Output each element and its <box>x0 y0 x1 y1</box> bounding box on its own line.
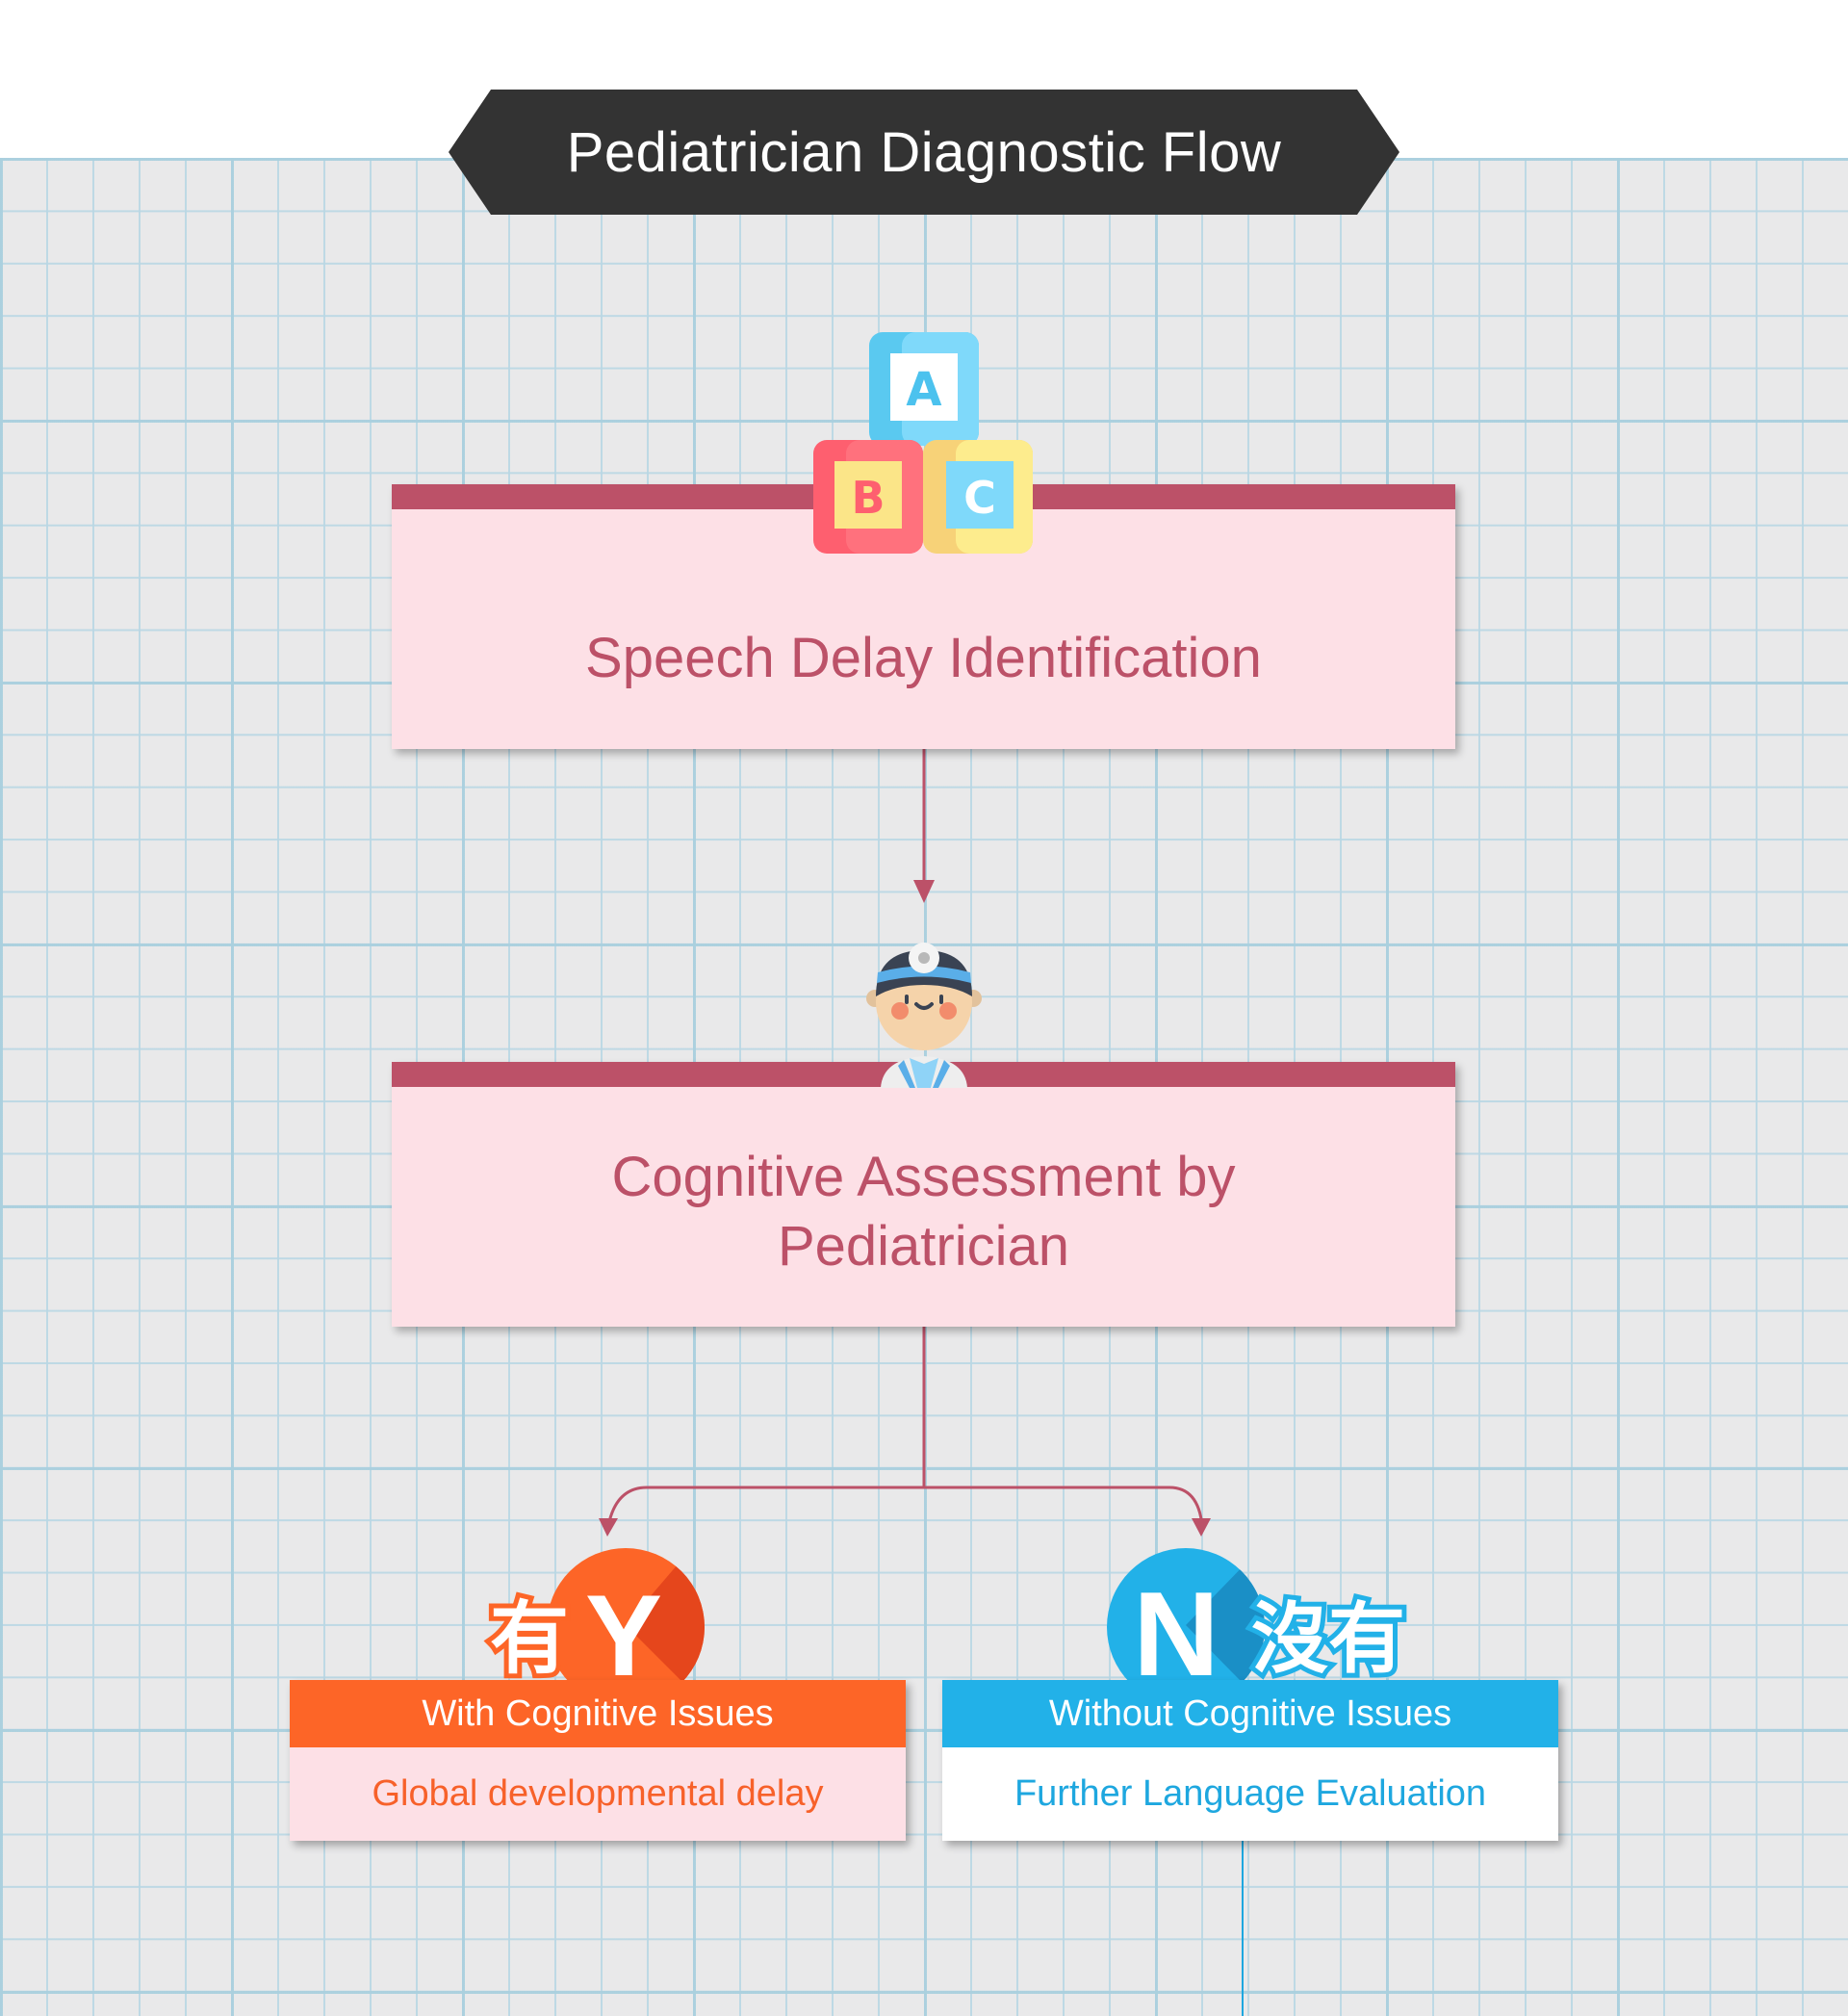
result-no-body: Further Language Evaluation <box>942 1747 1558 1841</box>
result-with-cognitive-issues[interactable]: With Cognitive Issues Global development… <box>290 1680 906 1841</box>
yes-badge-letter: Y <box>585 1571 662 1683</box>
yes-badge: Y 有 <box>485 1548 705 1683</box>
diagram-title: Pediatrician Diagnostic Flow <box>449 90 1399 215</box>
result-no-header: Without Cognitive Issues <box>942 1680 1558 1747</box>
block-letter-a: A <box>906 363 941 417</box>
result-yes-header-text: With Cognitive Issues <box>422 1693 774 1734</box>
diagram-title-text: Pediatrician Diagnostic Flow <box>566 120 1282 184</box>
node-speech-delay[interactable]: Speech Delay Identification <box>392 484 1455 749</box>
block-letter-b: B <box>851 472 885 524</box>
node-cognitive-assessment-label: Cognitive Assessment by Pediatrician <box>611 1145 1236 1278</box>
result-without-cognitive-issues[interactable]: Without Cognitive Issues Further Languag… <box>942 1680 1558 1841</box>
result-yes-outcome-text: Global developmental delay <box>372 1773 824 1814</box>
abc-blocks-icon: A B C <box>813 332 1033 554</box>
no-badge: N 沒有 <box>1107 1548 1410 1683</box>
result-no-header-text: Without Cognitive Issues <box>1048 1693 1452 1734</box>
doctor-icon <box>866 943 982 1088</box>
result-no-outcome-text: Further Language Evaluation <box>1014 1773 1487 1814</box>
node-speech-delay-label: Speech Delay Identification <box>585 626 1262 689</box>
yes-badge-chinese: 有 <box>490 1593 569 1683</box>
no-badge-chinese: 沒有 <box>1251 1594 1405 1683</box>
node-cognitive-assessment[interactable]: Cognitive Assessment by Pediatrician <box>392 1062 1455 1327</box>
block-letter-c: C <box>963 472 996 524</box>
result-yes-body: Global developmental delay <box>290 1747 906 1841</box>
result-yes-header: With Cognitive Issues <box>290 1680 906 1747</box>
no-badge-letter: N <box>1133 1568 1219 1683</box>
